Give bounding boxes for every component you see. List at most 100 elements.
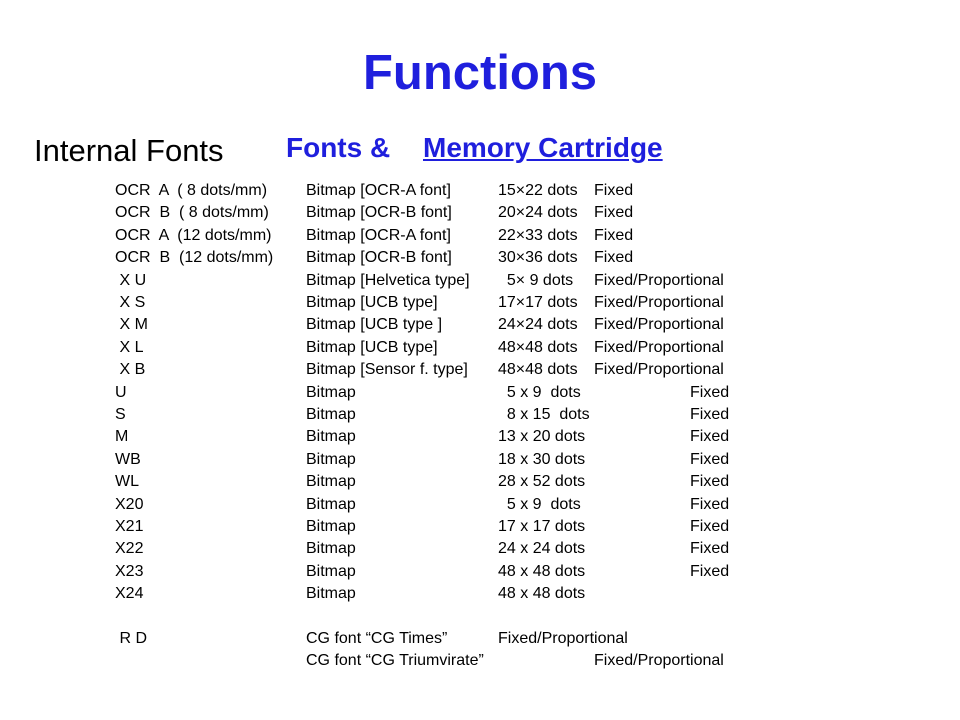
font-name-cell: X22 — [115, 540, 144, 558]
font-pitch-cell: Fixed — [690, 428, 730, 446]
font-size-cell: 48×48 dots — [498, 338, 578, 356]
font-row: CG font “CG Triumvirate” Fixed/Proportion… — [0, 650, 960, 672]
font-pitch-cell: Fixed — [690, 540, 730, 558]
font-size-cell: 15×22 dots — [498, 182, 578, 199]
font-pitch-cell: Fixed — [690, 383, 730, 401]
font-pitch-cell: Fixed/Proportional — [594, 361, 724, 379]
page-title: Functions — [362, 46, 598, 100]
font-row: X U Bitmap [Helvetica type] 5× 9 dots Fixe… — [0, 270, 960, 292]
font-size-cell: 48 x 48 dots — [498, 585, 586, 603]
font-size-cell: 13 x 20 dots — [498, 428, 586, 446]
font-pitch-cell: Fixed/Proportional — [594, 294, 724, 311]
font-row: OCR B ( 8 dots/mm) Bitmap [OCR-B font] 20×… — [0, 202, 960, 224]
font-type-cell: Bitmap — [306, 428, 356, 446]
font-name-cell: S — [115, 406, 126, 423]
font-pitch-cell: Fixed — [690, 518, 730, 535]
font-type-cell: Bitmap [OCR-B font] — [306, 204, 452, 222]
font-pitch-cell: Fixed — [594, 204, 634, 222]
font-pitch-cell: Fixed — [690, 450, 730, 468]
font-name-cell: X20 — [115, 495, 144, 513]
font-row: X24 Bitmap 48 x 48 dots — [0, 583, 960, 605]
font-row: X21 Bitmap 17 x 17 dots Fixed — [0, 516, 960, 538]
font-type-cell: Bitmap [Helvetica type] — [306, 271, 470, 289]
font-row: U Bitmap 5 x 9 dots Fixed — [0, 382, 960, 404]
font-type-cell: Bitmap — [306, 383, 356, 401]
font-size-cell: 5 x 9 dots — [498, 383, 581, 401]
font-size-cell: 24 x 24 dots — [498, 540, 586, 558]
font-row: WL Bitmap 28 x 52 dots Fixed — [0, 471, 960, 493]
font-row: OCR A ( 8 dots/mm) Bitmap [OCR-A font] 15×… — [0, 180, 960, 202]
font-name-cell: X M — [115, 316, 148, 334]
font-size-cell: 5× 9 dots — [498, 271, 574, 289]
font-type-cell: Bitmap — [306, 518, 356, 535]
font-size-cell: 24×24 dots — [498, 316, 578, 334]
font-pitch-cell: Fixed — [594, 182, 634, 199]
font-type-cell: Bitmap — [306, 562, 356, 580]
font-name-cell: U — [115, 383, 127, 401]
font-size-cell: 48×48 dots — [498, 361, 578, 379]
font-row: M Bitmap 13 x 20 dots Fixed — [0, 426, 960, 448]
font-name-cell: WL — [115, 473, 139, 491]
font-type-cell: Bitmap — [306, 585, 356, 603]
font-pitch-cell: Fixed — [594, 249, 634, 267]
font-pitch-cell: Fixed — [690, 473, 730, 491]
font-type-cell: Bitmap — [306, 406, 356, 423]
font-row — [0, 606, 960, 628]
font-type-cell: CG font “CG Times” — [306, 630, 448, 647]
font-type-cell: Bitmap — [306, 540, 356, 558]
font-name-cell: X U — [115, 271, 147, 289]
font-name-cell: X S — [115, 294, 146, 311]
font-type-cell: Bitmap [OCR-B font] — [306, 249, 452, 267]
font-size-cell: 20×24 dots — [498, 204, 578, 222]
font-pitch-cell: Fixed — [690, 495, 730, 513]
font-size-cell: 28 x 52 dots — [498, 473, 586, 491]
font-row: X L Bitmap [UCB type] 48×48 dots Fixed/Prop… — [0, 337, 960, 359]
font-size-cell: 30×36 dots — [498, 249, 578, 267]
font-type-cell: Bitmap — [306, 473, 356, 491]
font-name-cell: X21 — [115, 518, 144, 535]
font-name-cell: M — [115, 428, 129, 446]
fonts-label: Fonts & — [286, 132, 391, 163]
font-name-cell: OCR B ( 8 dots/mm) — [115, 204, 269, 222]
font-pitch-cell: Fixed — [690, 406, 730, 423]
font-name-cell: X L — [115, 338, 144, 356]
font-row: X S Bitmap [UCB type] 17×17 dots Fixed/Prop… — [0, 292, 960, 314]
font-name-cell: X24 — [115, 585, 144, 603]
font-pitch-cell: Fixed/Proportional — [594, 338, 724, 356]
font-name-cell: OCR A (12 dots/mm) — [115, 226, 272, 244]
font-row: OCR B (12 dots/mm) Bitmap [OCR-B font] 30×… — [0, 247, 960, 269]
font-size-cell: 5 x 9 dots — [498, 495, 581, 513]
font-type-cell: CG font “CG Triumvirate” — [306, 652, 484, 670]
font-type-cell: Bitmap [UCB type] — [306, 338, 438, 356]
font-type-cell: Bitmap [Sensor f. type] — [306, 361, 468, 379]
font-row: X B Bitmap [Sensor f. type] 48×48 dots Fixe… — [0, 359, 960, 381]
font-size-cell: 18 x 30 dots — [498, 450, 586, 468]
font-type-cell: Bitmap [OCR-A font] — [306, 226, 451, 244]
font-pitch-cell: Fixed/Proportional — [498, 630, 628, 647]
font-row: X23 Bitmap 48 x 48 dots Fixed — [0, 561, 960, 583]
font-pitch-cell: Fixed/Proportional — [594, 652, 724, 670]
font-size-cell: 17 x 17 dots — [498, 518, 586, 535]
font-pitch-cell: Fixed/Proportional — [594, 316, 724, 334]
font-type-cell: Bitmap [UCB type] — [306, 294, 438, 311]
font-size-cell: 8 x 15 dots — [498, 406, 590, 423]
font-name-cell: OCR B (12 dots/mm) — [115, 249, 274, 267]
font-row: OCR A (12 dots/mm) Bitmap [OCR-A font] 22×… — [0, 225, 960, 247]
font-size-cell: 17×17 dots — [498, 294, 578, 311]
font-name-cell: X23 — [115, 562, 144, 580]
font-pitch-cell: Fixed — [690, 562, 730, 580]
memory-cartridge-link[interactable]: Memory Cartridge — [423, 132, 663, 163]
internal-fonts-heading: Internal Fonts — [34, 133, 224, 168]
font-name-cell: X B — [115, 361, 146, 379]
font-pitch-cell: Fixed/Proportional — [594, 271, 724, 289]
font-pitch-cell: Fixed — [594, 226, 634, 244]
font-name-cell: OCR A ( 8 dots/mm) — [115, 182, 268, 199]
font-type-cell: Bitmap [OCR-A font] — [306, 182, 451, 199]
font-row: S Bitmap 8 x 15 dots Fixed — [0, 404, 960, 426]
font-size-cell: 48 x 48 dots — [498, 562, 586, 580]
font-size-cell: 22×33 dots — [498, 226, 578, 244]
